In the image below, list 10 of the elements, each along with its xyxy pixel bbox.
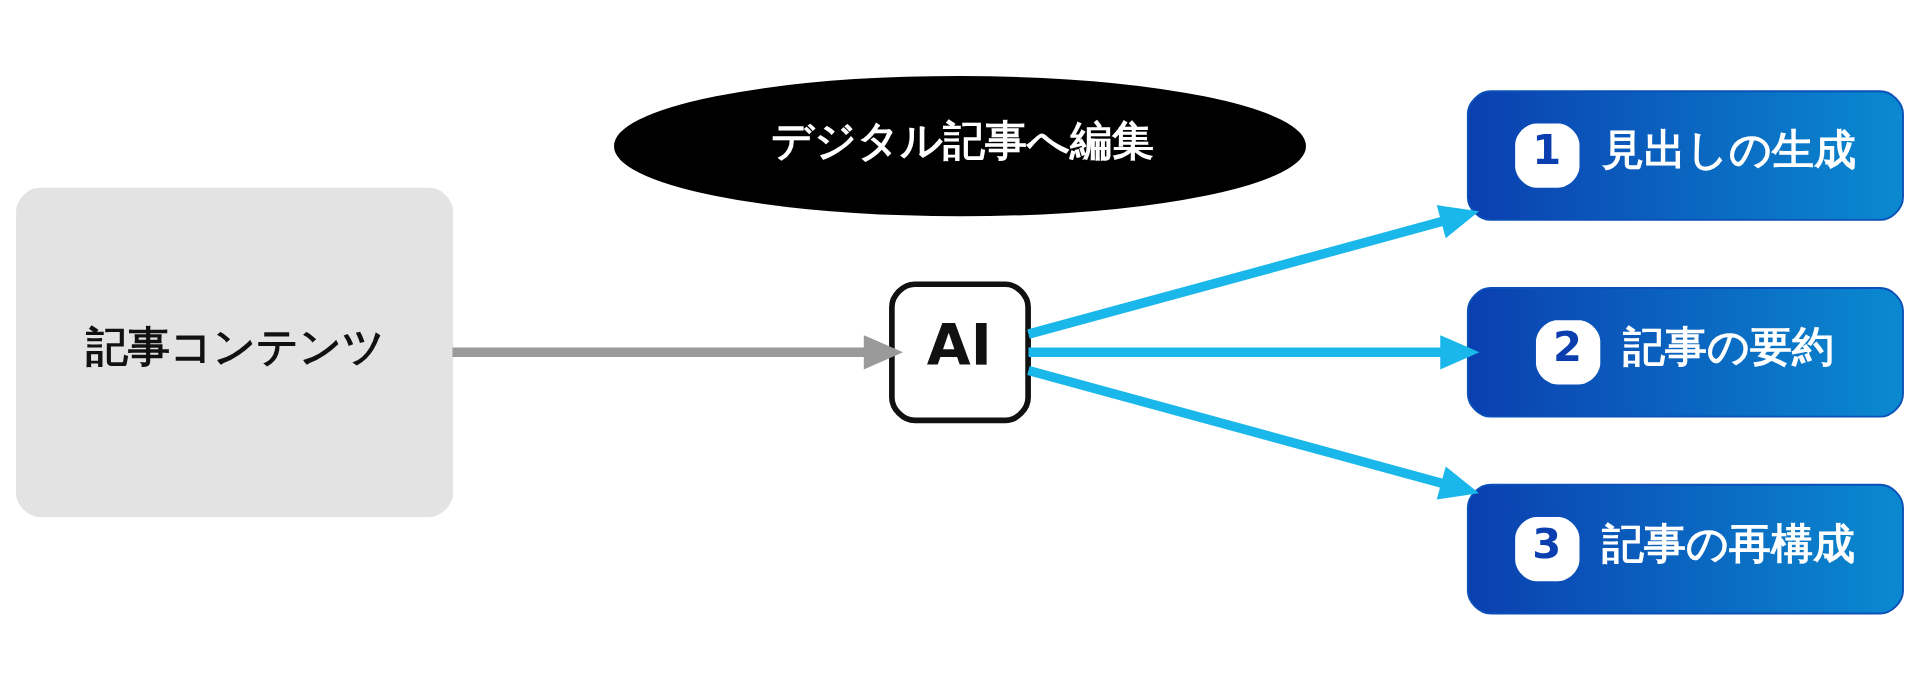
node-ellipse: デジタル記事へ編集 xyxy=(614,76,1306,217)
arrow xyxy=(1028,335,1480,370)
node-box: 3 記事の再構成 xyxy=(1466,483,1904,615)
node-box: 記事コンテンツ xyxy=(16,187,454,517)
node-box: 1 見出しの生成 xyxy=(1466,90,1904,221)
node-box: AI xyxy=(889,281,1031,424)
arrow xyxy=(452,335,904,370)
node-box: 2 記事の要約 xyxy=(1466,287,1904,418)
arrow xyxy=(1027,365,1480,500)
arrow xyxy=(1027,205,1480,339)
